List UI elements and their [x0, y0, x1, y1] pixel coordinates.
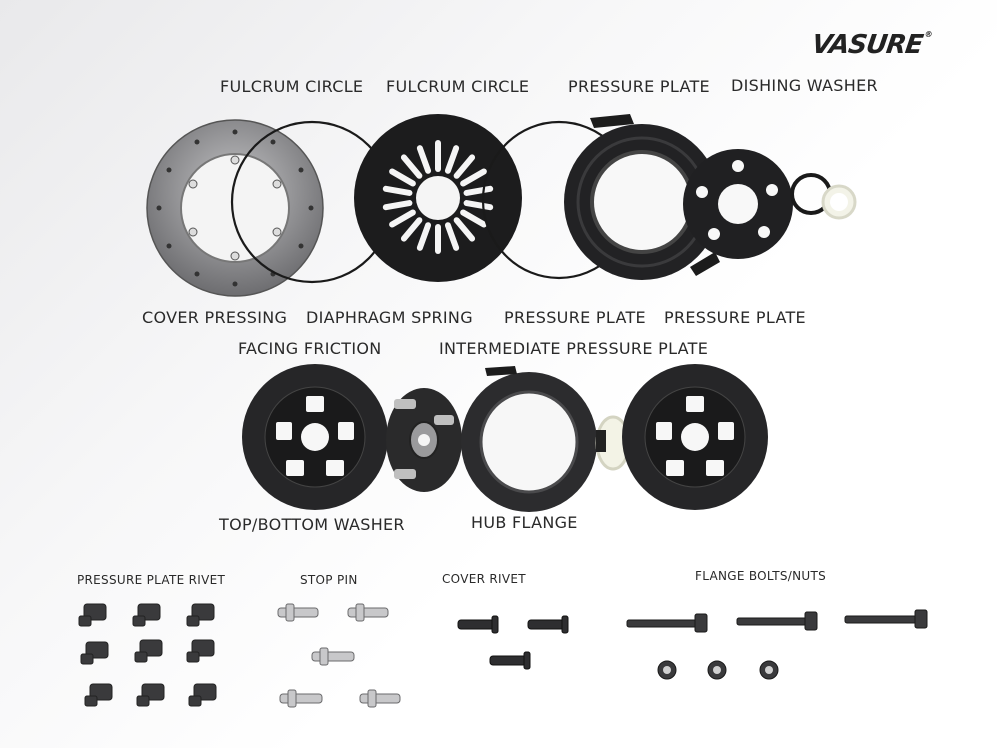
logo-text: VASURE	[809, 30, 925, 60]
stop-pins	[276, 600, 406, 710]
dishing-washer-plate	[680, 146, 796, 262]
label-intermediate-pressure-plate: INTERMEDIATE PRESSURE PLATE	[439, 339, 709, 358]
friction-disc-right	[620, 362, 770, 512]
diaphragm-spring-part	[352, 112, 524, 284]
pressure-plate-part-top	[560, 112, 725, 287]
label-stop-pin: STOP PIN	[300, 573, 358, 587]
flange-bolts	[625, 606, 935, 638]
label-pressure-plate-mid-1: PRESSURE PLATE	[504, 308, 646, 327]
hub-damper	[382, 385, 466, 495]
label-cover-pressing: COVER PRESSING	[142, 308, 288, 327]
label-pressure-plate-top: PRESSURE PLATE	[568, 77, 710, 96]
label-dishing-washer: DISHING WASHER	[731, 76, 878, 95]
cover-pressing-part	[145, 118, 325, 298]
pressure-plate-rivets	[76, 598, 236, 713]
label-hub-flange: HUB FLANGE	[471, 513, 578, 532]
intermediate-pressure-plate-part	[455, 364, 603, 514]
label-flange-bolts-nuts: FLANGE BOLTS/NUTS	[695, 569, 827, 583]
label-pressure-plate-rivet: PRESSURE PLATE RIVET	[77, 573, 226, 587]
cover-rivets	[456, 612, 576, 672]
label-top-bottom-washer: TOP/BOTTOM WASHER	[219, 515, 405, 534]
vasure-logo: VASURE®	[810, 30, 932, 60]
label-diaphragm-spring: DIAPHRAGM SPRING	[306, 308, 473, 327]
label-facing-friction: FACING FRICTION	[238, 339, 382, 358]
registered-mark: ®	[923, 30, 933, 39]
dishing-washer-light	[819, 182, 859, 222]
flange-nuts	[655, 656, 785, 686]
label-fulcrum-circle-2: FULCRUM CIRCLE	[386, 77, 530, 96]
label-fulcrum-circle-1: FULCRUM CIRCLE	[220, 77, 364, 96]
label-cover-rivet: COVER RIVET	[442, 572, 526, 586]
friction-disc-left	[240, 362, 390, 512]
label-pressure-plate-mid-2: PRESSURE PLATE	[664, 308, 806, 327]
